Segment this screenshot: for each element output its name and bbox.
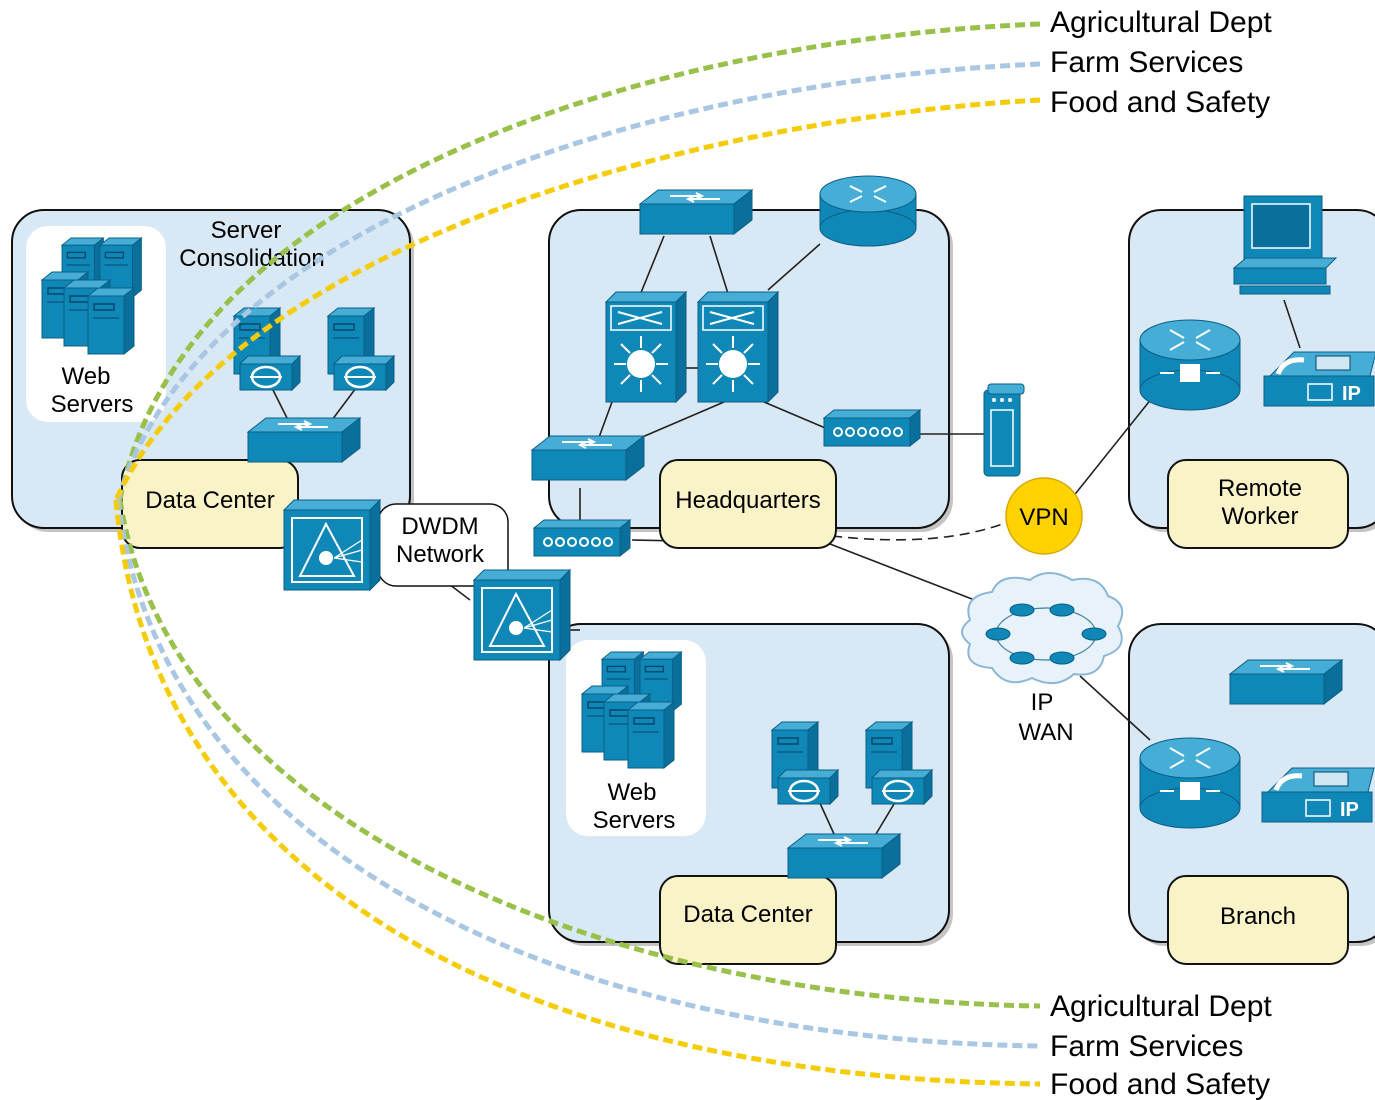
hub-icon bbox=[533, 519, 631, 557]
tag-headquarters: Headquarters bbox=[659, 459, 837, 549]
legend-item-farm-services: Farm Services bbox=[1050, 46, 1243, 79]
dwdm-icon bbox=[473, 569, 571, 661]
tag-label: Data Center bbox=[683, 901, 812, 928]
dwdm-icon bbox=[283, 499, 381, 591]
legend-top: Agricultural Dept Farm Services Food and… bbox=[1050, 6, 1272, 119]
svg-text:Network: Network bbox=[396, 541, 485, 568]
ip-wan-label: WAN bbox=[1018, 719, 1073, 746]
tag-label: Branch bbox=[1220, 903, 1296, 930]
legend-item-agricultural-dept: Agricultural Dept bbox=[1050, 6, 1272, 39]
legend-item-farm-services: Farm Services bbox=[1050, 1030, 1243, 1063]
tag-label: Worker bbox=[1222, 503, 1299, 530]
tag-data-center-1: Data Center bbox=[121, 459, 299, 549]
legend-bottom: Agricultural Dept Farm Services Food and… bbox=[1050, 990, 1272, 1100]
multilayer-switch-icon bbox=[697, 291, 779, 403]
tag-label: Data Center bbox=[145, 487, 274, 514]
tag-label: Remote bbox=[1218, 475, 1302, 502]
vrf-path-farm-services bbox=[115, 61, 1041, 501]
web-servers-label: Web bbox=[62, 363, 111, 390]
legend-item-food-and-safety: Food and Safety bbox=[1050, 1068, 1270, 1100]
vrf-path-agricultural-dept bbox=[117, 21, 1041, 501]
svg-text:DWDM: DWDM bbox=[401, 513, 478, 540]
router-icon bbox=[1139, 319, 1241, 411]
vrf-path-agricultural-dept bbox=[117, 499, 1041, 1009]
switch-icon bbox=[247, 417, 361, 463]
vrf-path-food-and-safety bbox=[113, 97, 1041, 502]
server-consolidation-title: Server bbox=[211, 217, 282, 244]
router-icon bbox=[1139, 737, 1241, 829]
web-servers-label: Web bbox=[608, 779, 657, 806]
vrf-path-farm-services bbox=[115, 499, 1041, 1049]
pc-icon bbox=[1233, 195, 1337, 295]
legend-item-food-and-safety: Food and Safety bbox=[1050, 86, 1270, 119]
svg-text:VPN: VPN bbox=[1019, 504, 1068, 531]
cloud-icon bbox=[961, 572, 1124, 685]
switch-icon bbox=[639, 189, 753, 235]
switch-icon bbox=[787, 833, 901, 879]
tag-remote-worker: Remote Worker bbox=[1167, 459, 1349, 549]
tag-label: Headquarters bbox=[675, 487, 820, 514]
switch-icon bbox=[531, 435, 645, 481]
tag-branch: Branch bbox=[1167, 875, 1349, 965]
vpn-badge: VPN bbox=[1005, 477, 1083, 555]
vrf-path-food-and-safety bbox=[113, 499, 1041, 1087]
vrf-paths bbox=[113, 21, 1041, 1087]
dwdm-network-label: DWDM Network bbox=[377, 503, 509, 587]
switch-icon bbox=[1229, 659, 1343, 705]
web-servers-label: Servers bbox=[593, 807, 676, 834]
legend-item-agricultural-dept: Agricultural Dept bbox=[1050, 990, 1272, 1023]
router-icon bbox=[819, 175, 917, 247]
server-consolidation-title: Consolidation bbox=[179, 245, 324, 272]
multilayer-switch-icon bbox=[605, 291, 687, 403]
hub-icon bbox=[823, 409, 921, 447]
tag-data-center-2: Data Center bbox=[659, 875, 837, 965]
ip-wan-label: IP bbox=[1031, 689, 1054, 716]
modem-icon bbox=[983, 383, 1025, 477]
web-servers-label: Servers bbox=[51, 391, 134, 418]
